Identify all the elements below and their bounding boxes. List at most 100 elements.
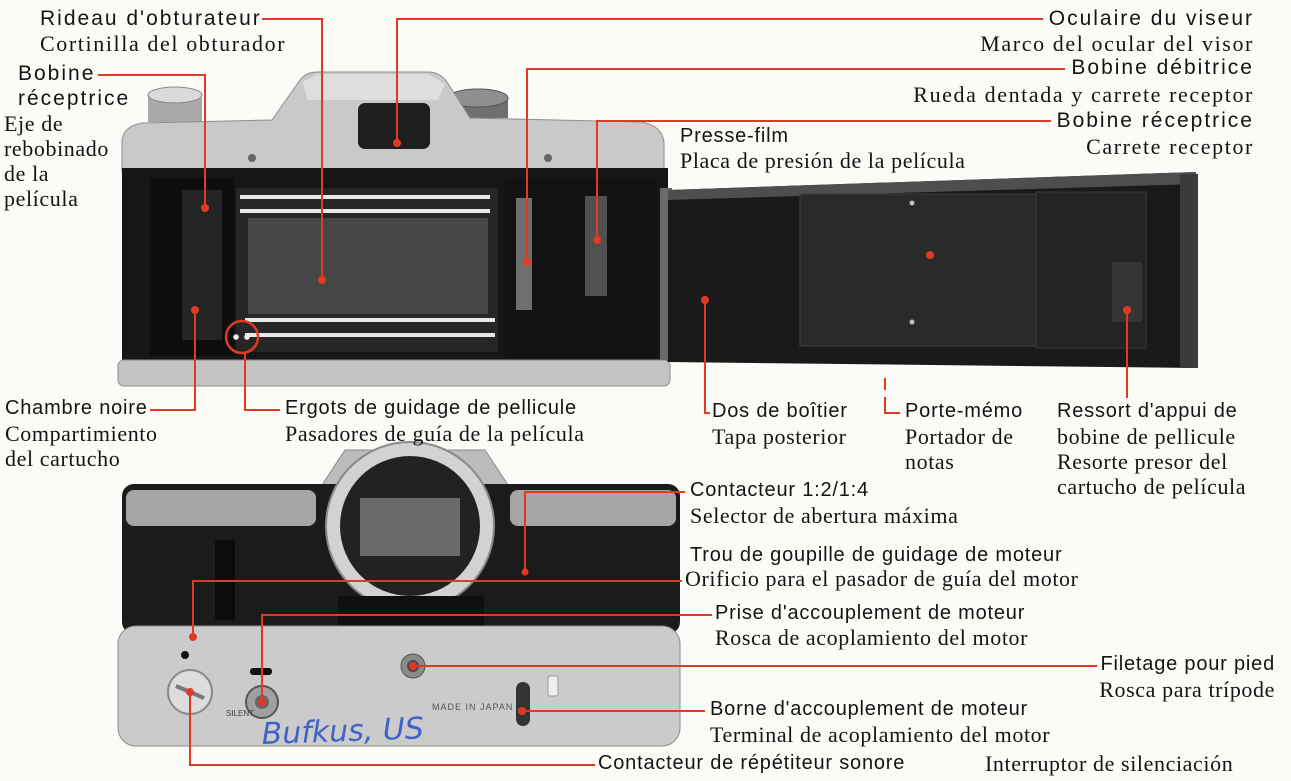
label-takeup-spool-fr: Bobine réceptrice [1056,109,1254,132]
label-silent-switch-fr: Contacteur de répétiteur sonore [598,752,906,774]
label-rewind-spindle-fr-1: Bobine [18,62,96,85]
label-memo-holder-es-1: Portador de [905,424,1014,449]
leader-film-guide-pins [244,353,280,411]
label-cartridge-chamber-fr: Chambre noire [5,397,148,419]
leader-back-cover [704,300,710,414]
leader-rewind-spindle [98,74,206,208]
label-tripod-socket-es: Rosca para trípode [1099,677,1275,702]
label-cartridge-chamber-es-1: Compartimiento [5,421,158,446]
back-cover-lip [1180,174,1198,368]
dot-cartridge-chamber [191,306,199,314]
leader-motor-guide-pin [192,580,682,637]
plate-rivet [909,319,915,325]
sprocket-shaft [516,198,532,310]
label-eyepiece-fr: Oculaire du viseur [1048,7,1254,30]
mirror [360,498,460,556]
guide-pin [244,334,250,340]
dot-tripod-socket [409,662,417,670]
plate-rivet [909,200,915,206]
label-silent-switch-es: Interruptor de silenciación [985,751,1234,776]
label-cartridge-spring-fr-2: bobine de pellicule [1057,424,1236,449]
label-memo-holder-fr: Porte-mémo [905,400,1024,422]
top-camera [117,71,1198,387]
right-top-plate [510,490,676,526]
leader-aperture-selector [524,491,685,572]
label-sprocket-es: Rueda dentada y carrete receptor [913,82,1254,107]
leader-dots [186,139,1131,715]
left-top-plate [126,490,316,526]
pressure-plate-panel [799,193,1037,347]
motor-terminal [516,682,530,726]
eyepiece [358,103,430,149]
leader-silent-switch [189,692,595,766]
bottom-camera: SILENT MADE IN JAPAN Bufkus, US [117,441,681,752]
label-rewind-spindle-es-1: Eje de [4,111,64,136]
silent-marking: SILENT [226,709,254,718]
label-rewind-spindle-es-4: película [4,186,79,211]
label-motor-coupling-fr: Prise d'accouplement de moteur [715,602,1026,624]
handwritten-note: Bufkus, US [261,711,424,752]
leader-eyepiece [396,18,1043,143]
label-back-cover-fr: Dos de boîtier [712,400,848,422]
label-rewind-spindle-es-2: rebobinado [4,136,109,161]
dot-eyepiece [393,139,401,147]
label-memo-holder-es-2: notas [905,449,955,474]
dot-aperture-selector [521,568,529,576]
label-eyepiece-es: Marco del ocular del visor [980,31,1254,56]
dot-silent-switch [186,688,194,696]
screw [248,154,256,162]
rewind-knob-top [147,86,203,104]
label-pressure-plate-es: Placa de presión de la película [680,148,966,173]
label-aperture-selector-es: Selector de abertura máxima [690,503,959,528]
dot-motor-coupling [258,698,266,706]
back-cover-edge [668,172,1196,200]
guide-pins-highlight-circle [224,319,260,355]
label-sprocket-fr: Bobine débitrice [1071,56,1254,79]
leader-motor-coupling [261,614,712,702]
guide-pin-hole [181,651,189,659]
mount-box [338,596,484,630]
label-motor-terminal-fr: Borne d'accouplement de moteur [710,698,1028,720]
label-cartridge-spring-fr-1: Ressort d'appui de [1057,400,1238,422]
shutter-curtain [248,218,488,314]
dot-takeup-spool [593,236,601,244]
leader-cartridge-chamber [150,310,196,411]
guide-pin [233,334,239,340]
made-in-marking: MADE IN JAPAN [432,702,513,712]
label-motor-guide-pin-es: Orificio para el pasador de guía del mot… [685,566,1079,591]
label-shutter-curtain-es: Cortinilla del obturador [40,31,287,56]
label-takeup-spool-es: Carrete receptor [1086,134,1254,159]
screw [544,154,552,162]
leader-sprocket [526,68,1065,262]
cartridge-chamber-wall [182,190,222,340]
label-cartridge-spring-es-2: cartucho de película [1057,474,1247,499]
label-cartridge-spring-es-1: Resorte presor del [1057,449,1228,474]
base-latch [547,675,559,697]
label-film-guide-pins-fr: Ergots de guidage de pellicule [285,397,577,419]
label-motor-coupling-es: Rosca de acoplamiento del motor [715,625,1029,650]
label-tripod-socket-fr: Filetage pour pied [1100,653,1275,675]
dot-cartridge-spring [1123,306,1131,314]
label-back-cover-es: Tapa posterior [712,424,847,449]
dot-motor-guide-pin [189,633,197,641]
dot-sprocket [523,258,531,266]
dot-motor-terminal [518,707,526,715]
prism-highlight [302,74,445,100]
label-rewind-spindle-es-3: de la [4,161,50,186]
dot-back-cover [701,296,709,304]
label-film-guide-pins-es: Pasadores de guía de la película [285,421,585,446]
label-motor-terminal-es: Terminal de acoplamiento del motor [710,722,1051,747]
leader-lines [98,18,1128,766]
leader-takeup-spool [596,120,1051,240]
dot-pressure-plate [926,251,934,259]
label-shutter-curtain-fr: Rideau d'obturateur [40,7,262,30]
dot-rewind-spindle [201,204,209,212]
leader-shutter-curtain [262,18,323,280]
label-motor-guide-pin-fr: Trou de goupille de guidage de moteur [690,544,1063,566]
bottom-plate [117,359,671,387]
dot-shutter-curtain [318,276,326,284]
label-cartridge-chamber-es-2: del cartucho [5,446,121,471]
label-aperture-selector-fr: Contacteur 1:2/1:4 [690,479,869,501]
label-pressure-plate-fr: Presse-film [680,125,789,147]
